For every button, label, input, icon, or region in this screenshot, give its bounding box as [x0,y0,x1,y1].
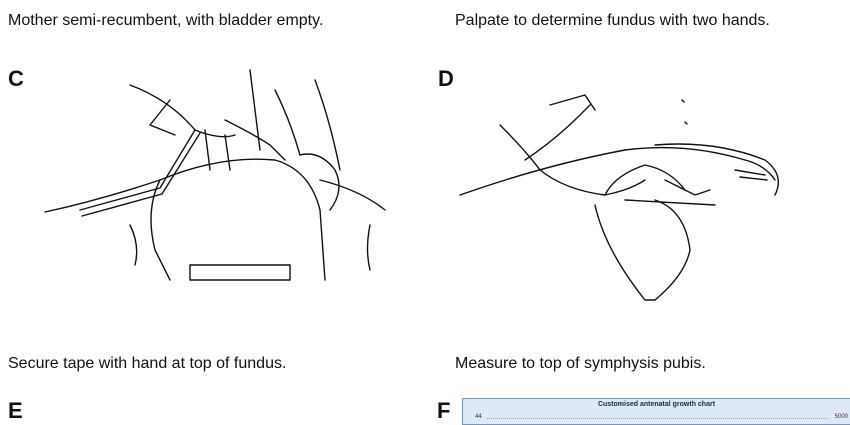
panel-d-illustration [459,94,779,301]
growth-chart-gridline [487,418,828,419]
caption-bottom-right: Measure to top of symphysis pubis. [455,355,706,372]
caption-bottom-left: Secure tape with hand at top of fundus. [8,355,287,372]
panel-c-illustration [44,69,386,281]
panel-label-f: F [437,398,451,423]
growth-chart-preview: Customised antenatal growth chart 44 500… [462,398,850,425]
growth-chart-right-value: 5000 [834,414,848,420]
growth-chart-title: Customised antenatal growth chart [597,401,716,408]
panel-label-c: C [8,66,24,91]
panel-label-e: E [8,398,23,423]
growth-chart-left-value: 44 [475,414,482,420]
caption-top-right: Palpate to determine fundus with two han… [455,12,770,29]
caption-top-left: Mother semi-recumbent, with bladder empt… [8,12,324,29]
panel-label-d: D [438,66,454,91]
